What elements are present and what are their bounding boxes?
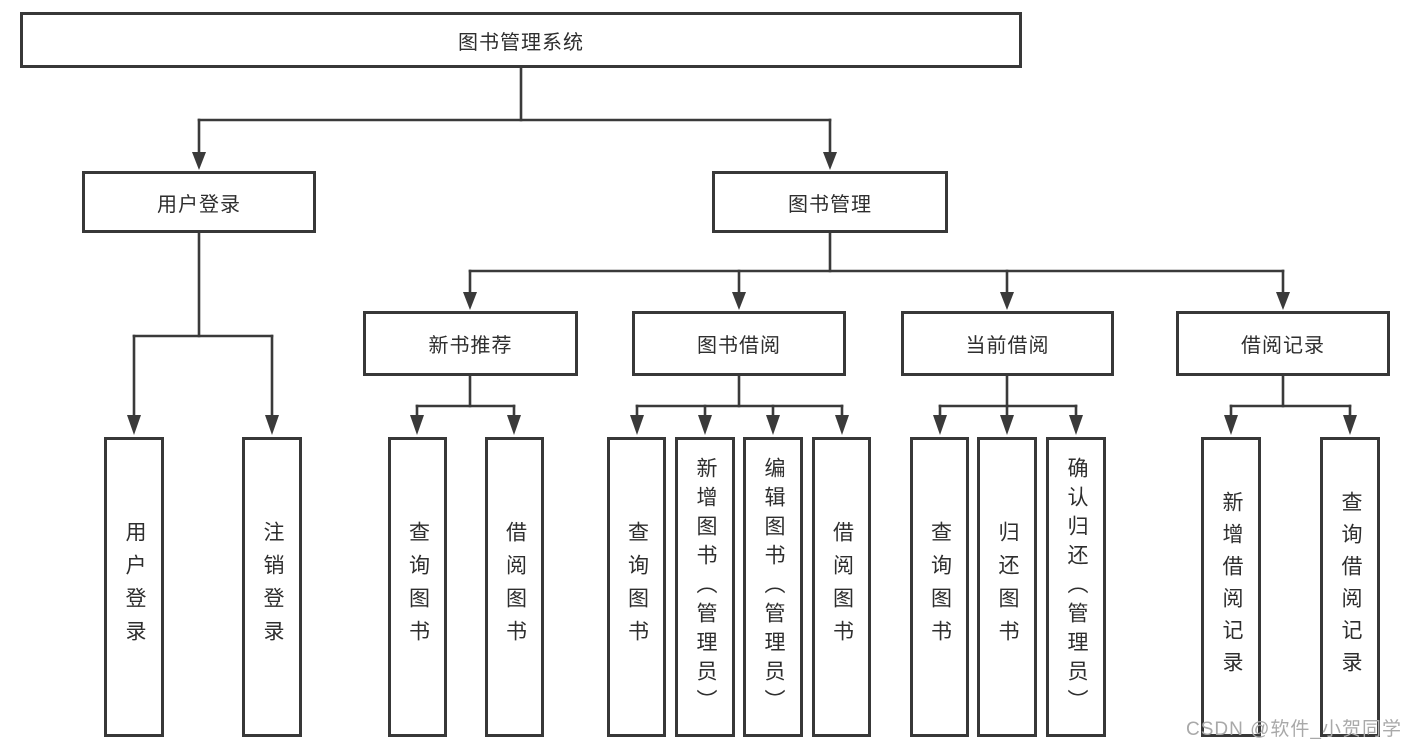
book-borrowing-connectors: [630, 374, 849, 435]
leaf-query-borrow-record-label: 查询借阅记录: [1339, 491, 1362, 683]
leaf-borrow-books-1-label: 借阅图书: [503, 521, 527, 653]
leaf-confirm-return-admin: 确认归还（管理员）: [1046, 437, 1106, 737]
node-user-login-label: 用户登录: [157, 193, 241, 216]
leaf-return-books: 归还图书: [977, 437, 1037, 737]
leaf-edit-book-admin: 编辑图书（管理员）: [743, 437, 803, 737]
node-borrowing-records-label: 借阅记录: [1241, 335, 1325, 357]
node-user-login: 用户登录: [82, 171, 316, 233]
leaf-add-borrow-record-label: 新增借阅记录: [1220, 491, 1243, 683]
node-book-management-label: 图书管理: [788, 193, 872, 216]
node-root-system-label: 图书管理系统: [458, 31, 584, 54]
leaf-query-books-2: 查询图书: [607, 437, 666, 737]
leaf-add-book-admin: 新增图书（管理员）: [675, 437, 735, 737]
node-new-book-recommend: 新书推荐: [363, 311, 578, 376]
leaf-return-books-label: 归还图书: [996, 521, 1019, 653]
root-connectors: [192, 66, 837, 170]
leaf-edit-book-admin-label: 编辑图书（管理员）: [762, 456, 785, 718]
leaf-borrow-books-2-label: 借阅图书: [830, 521, 854, 653]
user-login-connectors: [127, 231, 279, 435]
current-borrowing-connectors: [933, 374, 1083, 435]
leaf-query-borrow-record: 查询借阅记录: [1320, 437, 1380, 737]
node-book-borrowing: 图书借阅: [632, 311, 846, 376]
leaf-query-books-3: 查询图书: [910, 437, 969, 737]
node-borrowing-records: 借阅记录: [1176, 311, 1390, 376]
leaf-user-login: 用户登录: [104, 437, 164, 737]
leaf-borrow-books-2: 借阅图书: [812, 437, 871, 737]
node-current-borrowing-label: 当前借阅: [965, 335, 1050, 357]
leaf-borrow-books-1: 借阅图书: [485, 437, 544, 737]
leaf-logout-label: 注销登录: [261, 521, 284, 653]
new-book-recommend-connectors: [410, 374, 521, 435]
csdn-watermark: CSDN @软件_小贺同学: [1186, 719, 1402, 740]
leaf-query-books-1-label: 查询图书: [406, 521, 430, 653]
leaf-query-books-3-label: 查询图书: [928, 521, 952, 653]
node-root-system: 图书管理系统: [20, 12, 1022, 68]
node-book-borrowing-label: 图书借阅: [697, 335, 781, 357]
borrowing-records-connectors: [1224, 374, 1357, 435]
leaf-logout: 注销登录: [242, 437, 302, 737]
leaf-user-login-label: 用户登录: [123, 521, 146, 653]
leaf-add-borrow-record: 新增借阅记录: [1201, 437, 1261, 737]
node-new-book-recommend-label: 新书推荐: [428, 335, 513, 357]
node-book-management: 图书管理: [712, 171, 948, 233]
leaf-query-books-2-label: 查询图书: [625, 521, 649, 653]
leaf-add-book-admin-label: 新增图书（管理员）: [694, 456, 717, 718]
node-current-borrowing: 当前借阅: [901, 311, 1114, 376]
leaf-confirm-return-admin-label: 确认归还（管理员）: [1065, 456, 1088, 718]
book-management-connectors: [463, 231, 1290, 310]
leaf-query-books-1: 查询图书: [388, 437, 447, 737]
